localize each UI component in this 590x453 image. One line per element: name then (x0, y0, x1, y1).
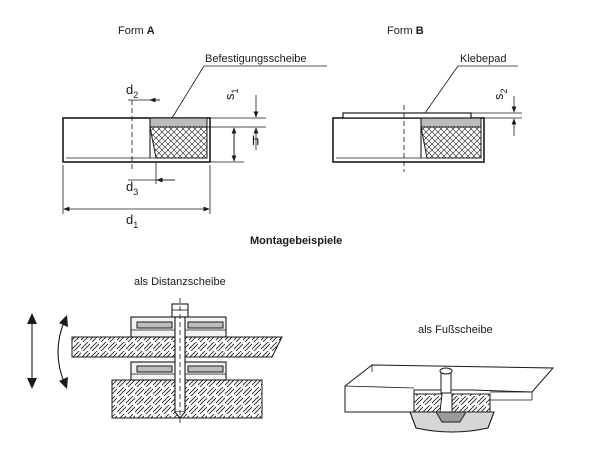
form-a-callout-leader (171, 65, 205, 119)
dim-d2: d2 (126, 82, 138, 100)
section-title: Montagebeispiele (250, 235, 342, 247)
form-a-section: Form A Befestigungsscheibe d2 d3 (62, 25, 327, 230)
dim-d1: d1 (126, 212, 138, 230)
dim-d3: d3 (126, 179, 138, 197)
dim-s1: s1 (222, 88, 240, 100)
form-b-part (332, 105, 485, 172)
dim-h: h (252, 133, 259, 148)
form-b-title: Form B (387, 25, 424, 37)
form-a-letter: A (147, 25, 155, 37)
form-b-section: Form B Klebepad s2 (332, 25, 522, 172)
form-b-callout-leader (424, 65, 459, 114)
form-b-callout-label: Klebepad (460, 53, 507, 65)
form-a-prefix: Form (118, 25, 147, 37)
rotation-arrow-icon (57, 315, 68, 389)
form-b-letter: B (416, 25, 424, 37)
form-a-callout-label: Befestigungsscheibe (205, 53, 307, 65)
foot-disc (409, 393, 495, 433)
form-a-part (62, 100, 211, 172)
adhesive-pad (342, 112, 472, 119)
distance-example: als Distanzscheibe (27, 276, 283, 424)
foot-pin (439, 367, 453, 394)
foot-example-label: als Fußscheibe (418, 324, 493, 336)
distance-example-label: als Distanzscheibe (134, 276, 226, 288)
form-a-title: Form A (118, 25, 155, 37)
fastening-disc (149, 117, 208, 128)
bolt (171, 298, 189, 424)
dim-s2: s2 (491, 88, 509, 100)
form-b-prefix: Form (387, 25, 416, 37)
foot-example: als Fußscheibe (344, 324, 555, 433)
vertical-motion-arrow-icon (27, 313, 37, 389)
